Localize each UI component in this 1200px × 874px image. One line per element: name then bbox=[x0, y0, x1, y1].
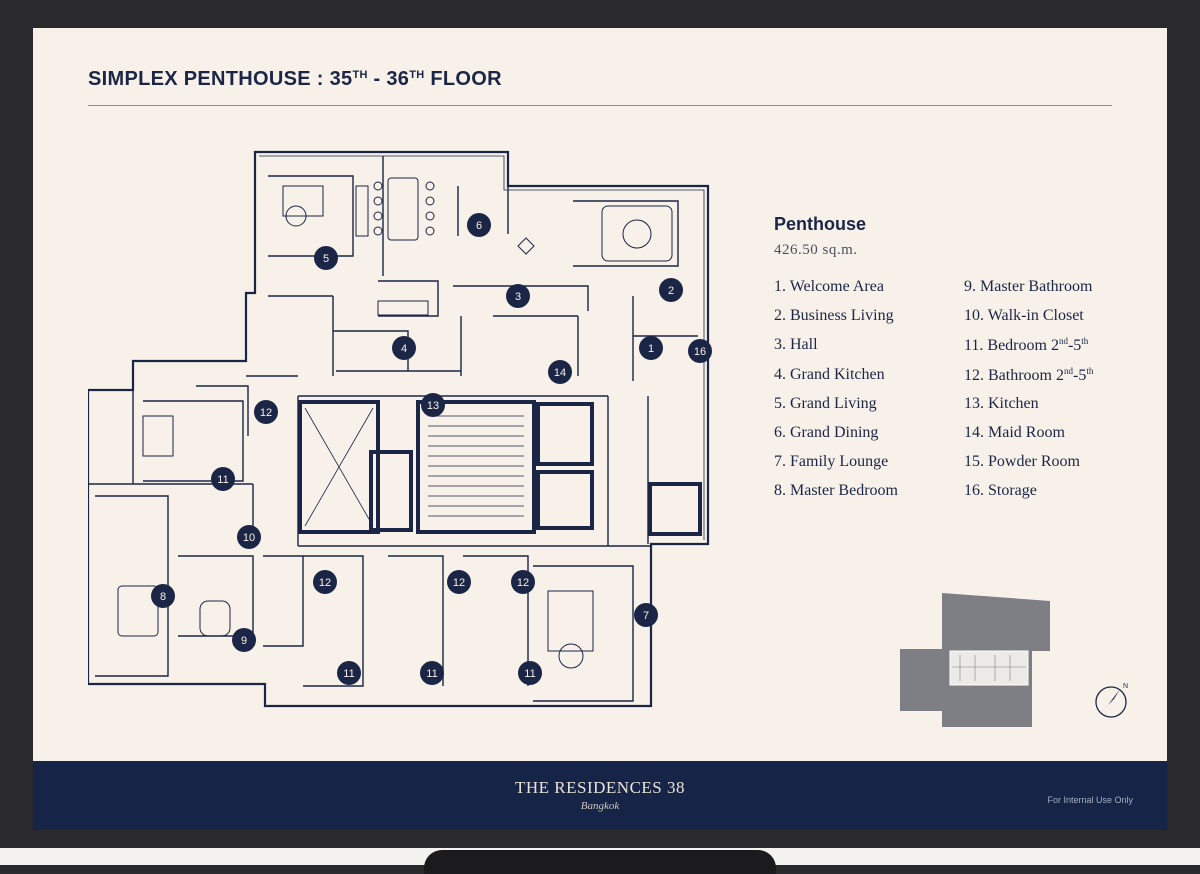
legend-item: 10. Walk-in Closet bbox=[964, 307, 1084, 325]
marker-11: 11 bbox=[217, 474, 228, 486]
marker-12: 12 bbox=[517, 577, 529, 589]
marker-4: 4 bbox=[401, 343, 407, 355]
marker-11: 11 bbox=[426, 668, 437, 680]
page-title: SIMPLEX PENTHOUSE : 35TH - 36TH FLOOR bbox=[88, 68, 502, 90]
floorplan-sheet: SIMPLEX PENTHOUSE : 35TH - 36TH FLOOR bbox=[33, 28, 1167, 830]
footer-band: THE RESIDENCES 38 Bangkok For Internal U… bbox=[33, 761, 1167, 830]
title-divider bbox=[88, 105, 1112, 106]
legend-item: 2. Business Living bbox=[774, 307, 894, 325]
legend-item: 15. Powder Room bbox=[964, 453, 1080, 471]
marker-3: 3 bbox=[515, 291, 521, 303]
marker-11: 11 bbox=[343, 668, 354, 680]
marker-10: 10 bbox=[243, 532, 255, 544]
legend-item: 16. Storage bbox=[964, 482, 1037, 500]
legend-item: 12. Bathroom 2nd-5th bbox=[964, 365, 1094, 384]
marker-12: 12 bbox=[319, 577, 331, 589]
marker-14: 14 bbox=[554, 367, 566, 379]
key-plan bbox=[900, 593, 1050, 727]
marker-6: 6 bbox=[476, 220, 482, 232]
marker-12: 12 bbox=[453, 577, 465, 589]
marker-8: 8 bbox=[160, 591, 166, 603]
legend-item: 8. Master Bedroom bbox=[774, 482, 898, 500]
marker-12: 12 bbox=[260, 407, 272, 419]
legend-item: 11. Bedroom 2nd-5th bbox=[964, 336, 1089, 355]
svg-text:N: N bbox=[1123, 683, 1128, 690]
marker-7: 7 bbox=[643, 610, 649, 622]
legend-column-1: 1. Welcome Area 2. Business Living 3. Ha… bbox=[774, 278, 898, 512]
marker-16: 16 bbox=[694, 346, 706, 358]
marker-5: 5 bbox=[323, 253, 329, 265]
legend-item: 3. Hall bbox=[774, 336, 818, 354]
brand-city: Bangkok bbox=[580, 800, 620, 812]
marker-1: 1 bbox=[648, 343, 654, 355]
legend-item: 6. Grand Dining bbox=[774, 423, 879, 441]
legend-item: 1. Welcome Area bbox=[774, 278, 884, 295]
marker-2: 2 bbox=[668, 285, 674, 297]
marker-9: 9 bbox=[241, 635, 247, 647]
compass-icon: N bbox=[1095, 683, 1128, 718]
legend-item: 14. Maid Room bbox=[964, 423, 1065, 441]
legend-item: 13. Kitchen bbox=[964, 394, 1039, 412]
marker-11: 11 bbox=[524, 668, 535, 680]
legend-heading: Penthouse bbox=[774, 214, 867, 234]
brand-name: THE RESIDENCES 38 bbox=[515, 778, 685, 797]
floor-plan: 1 2 3 4 5 6 7 8 9 10 11 11 11 11 12 12 1… bbox=[88, 150, 712, 708]
legend-item: 5. Grand Living bbox=[774, 394, 877, 412]
internal-note: For Internal Use Only bbox=[1047, 795, 1133, 805]
legend-column-2: 9. Master Bathroom 10. Walk-in Closet 11… bbox=[964, 278, 1093, 512]
legend-area: 426.50 sq.m. bbox=[774, 242, 858, 258]
legend-item: 9. Master Bathroom bbox=[964, 278, 1093, 295]
legend-item: 4. Grand Kitchen bbox=[774, 365, 885, 383]
marker-13: 13 bbox=[427, 400, 439, 412]
legend-item: 7. Family Lounge bbox=[774, 453, 889, 471]
viewer-handle[interactable] bbox=[424, 850, 776, 874]
